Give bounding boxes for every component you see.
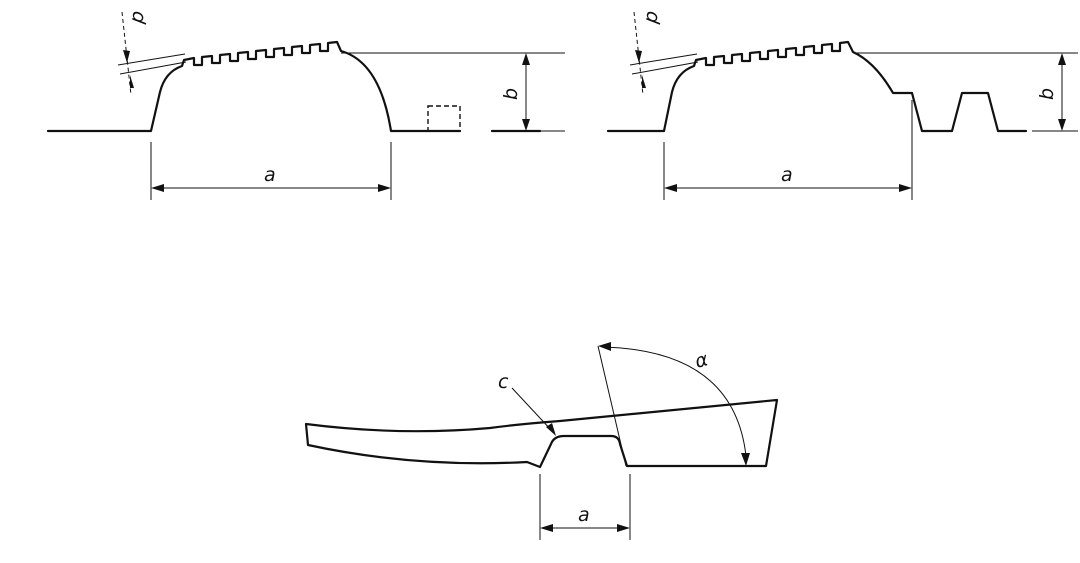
fig3-label-a: a — [578, 504, 590, 526]
fig2-label-a: a — [781, 164, 793, 186]
fig2-label-p: p — [639, 9, 663, 26]
fig3-angle-arrow-bottom — [741, 453, 750, 466]
fig2-b-arrow-top — [1058, 53, 1066, 65]
fig3-label-alpha: α — [693, 348, 711, 373]
fig1-p-arrow-down — [123, 50, 130, 63]
fig3-angle-ref-line — [597, 345, 627, 467]
fig2-p-arrow-down — [635, 50, 642, 63]
fig1-p-ref-line-lower — [119, 61, 187, 75]
fig1-a-arrow-left — [151, 184, 164, 192]
fig3-c-leader — [511, 387, 554, 433]
fig2-p-arrow-up — [642, 75, 646, 88]
fig1-label-p: p — [125, 9, 149, 26]
fig1-label-a: a — [264, 164, 276, 186]
fig1-b-arrow-top — [522, 53, 530, 65]
fig1-dashed-block — [427, 105, 461, 132]
fig2-label-b: b — [1036, 88, 1058, 100]
fig2-a-arrow-right — [899, 184, 912, 192]
fig1-profile-outline — [46, 40, 462, 133]
fig2-p-ref-line-lower — [631, 61, 699, 75]
figure-2-tread-profile: p b a — [606, 9, 1078, 200]
fig2-p-ref-line-upper — [629, 53, 698, 66]
fig2-a-arrow-left — [664, 184, 677, 192]
fig1-label-b: b — [500, 88, 522, 100]
fig1-p-arrow-up — [130, 75, 134, 88]
fig3-a-arrow-left — [540, 524, 553, 532]
figure-3-side-profile: α c a — [304, 342, 779, 540]
fig3-c-arrow — [546, 423, 556, 436]
fig1-b-arrow-bottom — [522, 119, 530, 131]
fig3-label-c: c — [498, 371, 509, 393]
figure-1-tread-profile: p b a — [46, 9, 565, 200]
fig3-angle-arrow-top — [598, 342, 611, 351]
fig1-p-ref-line-upper — [117, 53, 186, 66]
fig3-angle-arc — [601, 346, 747, 457]
fig3-a-arrow-right — [617, 524, 630, 532]
fig1-a-arrow-right — [378, 184, 391, 192]
fig2-profile-outline — [606, 40, 1028, 133]
fig3-profile-outline — [304, 398, 779, 469]
fig2-b-arrow-bottom — [1058, 119, 1066, 131]
